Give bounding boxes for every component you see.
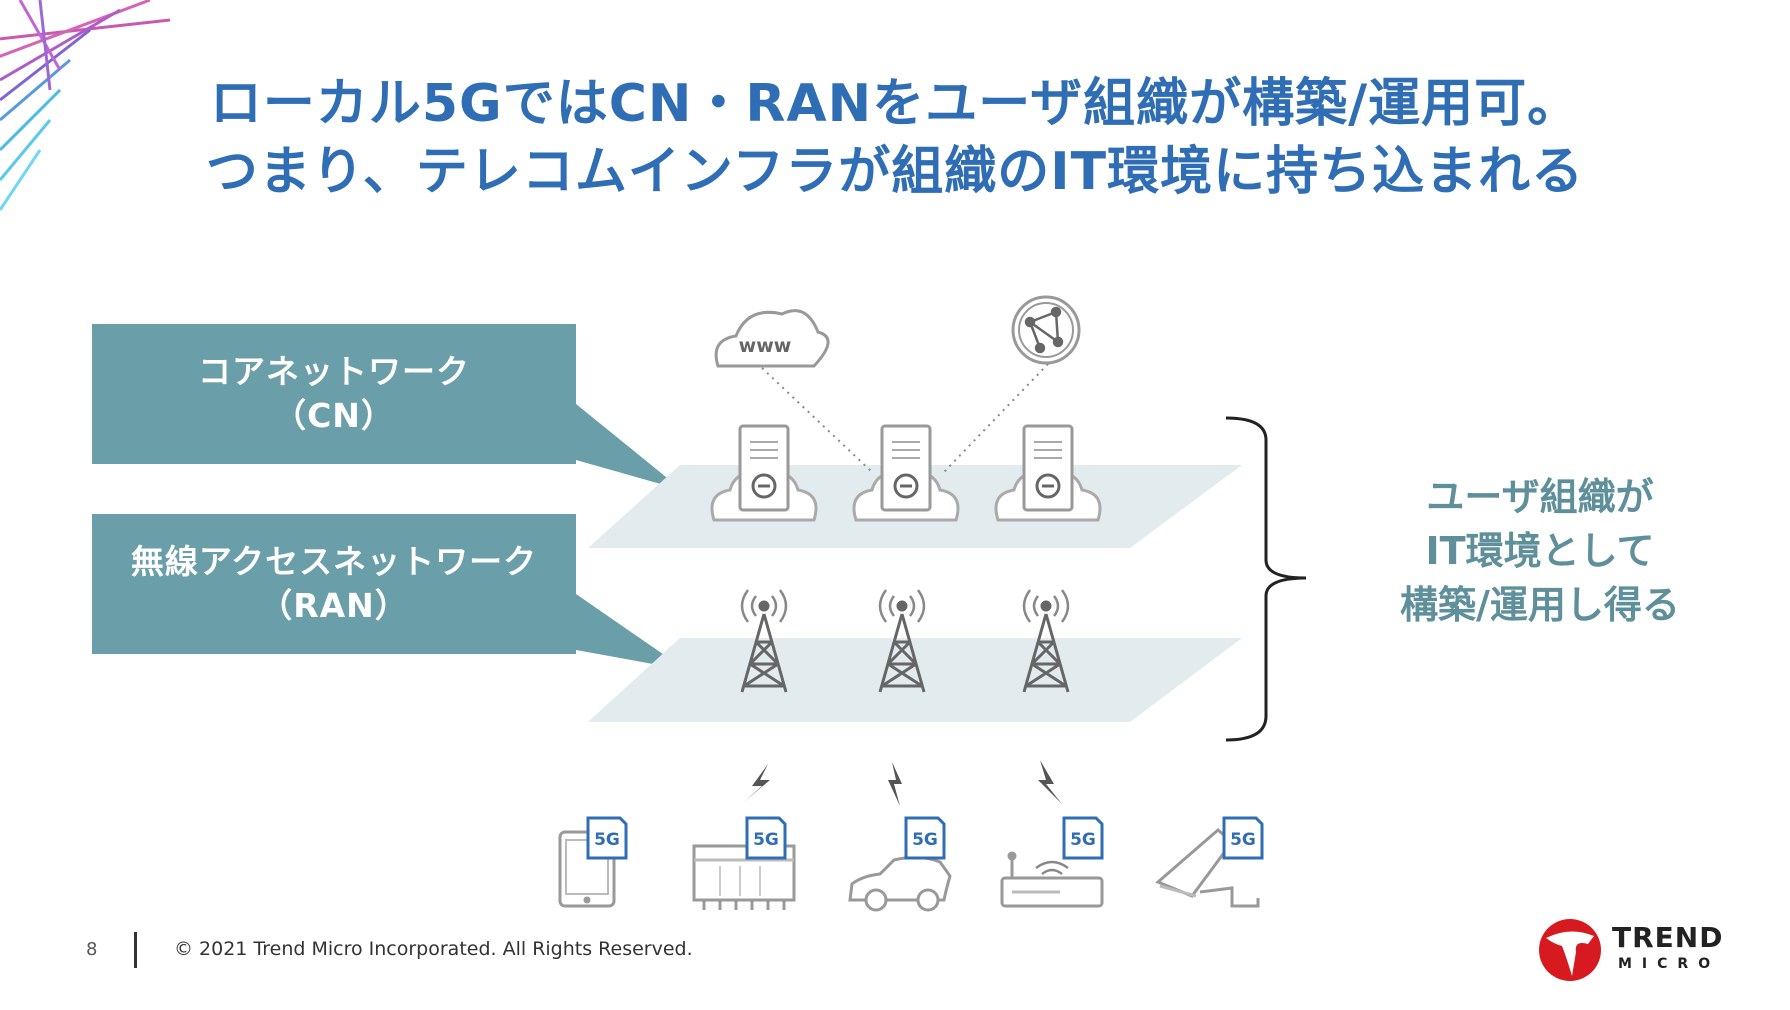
- title-line-1: ローカル5GではCN・RANをユーザ組織が構築/運用可。: [209, 74, 1581, 134]
- title-line-2: つまり、テレコムインフラが組織のIT環境に持ち込まれる: [205, 142, 1585, 202]
- tablet-device-icon: [558, 830, 616, 908]
- logo-text-micro: MICRO: [1618, 956, 1721, 972]
- footer-divider: [134, 932, 137, 968]
- right-brace: [1225, 416, 1307, 742]
- radio-tower-icon-2: [878, 589, 926, 693]
- decorative-burst: [0, 0, 171, 211]
- ran-label-line-2: （RAN）: [259, 586, 409, 625]
- lightning-icon-1: [744, 764, 770, 802]
- sim-card-labels: 5G 5G 5G 5G 5G: [594, 830, 1256, 850]
- cn-callout-pointer: [576, 404, 682, 490]
- sim-label-1: 5G: [594, 830, 620, 850]
- sim-label-2: 5G: [753, 830, 779, 850]
- side-line-2: IT環境として: [1425, 529, 1655, 573]
- core-server-icon-1: [710, 424, 818, 522]
- ran-label-line-1: 無線アクセスネットワーク: [130, 542, 538, 581]
- lightning-icon-2: [888, 762, 902, 806]
- internet-cloud-icon: www: [714, 309, 830, 368]
- logo-text-trend: TREND: [1612, 921, 1724, 954]
- globe-network-icon: [1011, 295, 1081, 365]
- side-annotation: ユーザ組織が IT環境として 構築/運用し得る: [1360, 470, 1720, 632]
- page-number: 8: [86, 939, 98, 960]
- core-network-label-box: コアネットワーク （CN）: [92, 324, 576, 464]
- logo-ball-icon: [1539, 919, 1601, 981]
- radio-access-network-label-box: 無線アクセスネットワーク （RAN）: [92, 514, 576, 654]
- cn-label-line-1: コアネットワーク: [198, 352, 470, 391]
- sim-card-icons: [586, 816, 1264, 860]
- sim-label-3: 5G: [912, 830, 938, 850]
- car-device-icon: [848, 855, 952, 912]
- core-server-icon-3: [994, 424, 1102, 522]
- cloud-www-label: www: [739, 335, 792, 357]
- ran-callout-pointer: [576, 594, 686, 670]
- copyright-text: © 2021 Trend Micro Incorporated. All Rig…: [174, 938, 693, 960]
- slide-title: ローカル5GではCN・RANをユーザ組織が構築/運用可。 つまり、テレコムインフ…: [0, 70, 1790, 206]
- side-line-3: 構築/運用し得る: [1400, 583, 1680, 627]
- sim-label-4: 5G: [1070, 830, 1096, 850]
- core-server-icon-2: [852, 424, 960, 522]
- trend-micro-logo: TREND MICRO: [1536, 914, 1726, 984]
- sim-label-5: 5G: [1230, 830, 1256, 850]
- radio-tower-icon-3: [1022, 589, 1070, 693]
- router-device-icon: [1000, 851, 1104, 908]
- side-line-1: ユーザ組織が: [1426, 475, 1654, 519]
- lightning-icon-3: [1038, 760, 1062, 804]
- radio-tower-icon-1: [740, 589, 788, 693]
- cn-label-line-2: （CN）: [273, 396, 395, 435]
